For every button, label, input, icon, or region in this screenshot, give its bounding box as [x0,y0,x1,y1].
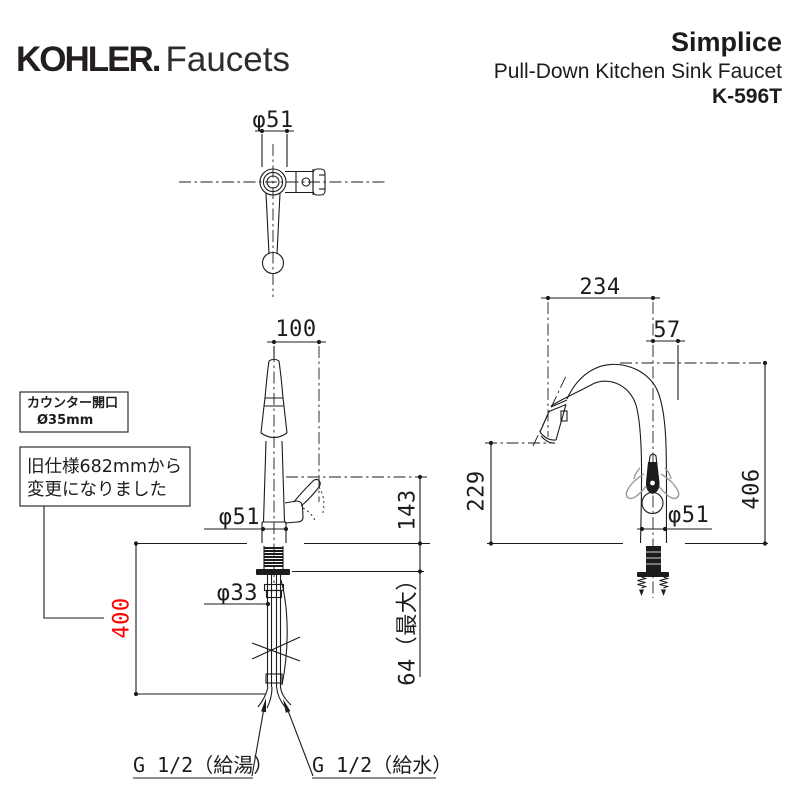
kohler-logo: KOHLER.Faucets [16,40,290,80]
note-counter-opening-line1: カウンター開口 [27,396,118,411]
top-view-handle: φ51 [179,108,388,297]
dim-front-offset: 100 [275,317,316,342]
model-number: K-596T [711,85,782,109]
brand-text: KOHLER. [16,40,161,79]
note-counter-opening-line2: Ø35mm [37,413,93,428]
connection-cold-label: G 1/2（給水） [283,699,452,779]
hot-arrow [261,698,266,713]
dim-hose-length: 400 [110,597,135,638]
hot-water-connection: G 1/2（給湯） [133,753,273,777]
dim-front-shank-diameter: φ33 [217,581,258,606]
product-series: Simplice [670,27,782,57]
cold-water-connection: G 1/2（給水） [312,753,452,777]
front-handle [284,500,304,524]
front-mounting-flange [256,569,290,575]
front-supply-hoses [251,575,301,709]
cold-arrow [283,699,291,713]
note-spec-change-line2: 変更になりました [27,480,167,500]
dim-side-base-diameter: φ51 [668,503,709,528]
side-handle [641,453,664,515]
dim-side-back: 57 [653,318,681,343]
product-type: Pull-Down Kitchen Sink Faucet [493,60,782,84]
note-spec-change-line1: 旧仕様682mmから [27,457,182,477]
note-counter-opening: カウンター開口 Ø35mm [19,391,129,433]
dim-side-outlet-height: 229 [465,470,490,511]
dim-top-handle-diameter: φ51 [252,108,293,133]
dim-front-counter-max: 64（最大） [396,568,421,686]
note-spec-change: 旧仕様682mmから 変更になりました [19,446,191,619]
dim-front-hose-center-height: 143 [396,489,421,530]
note-leader-line [43,506,104,619]
front-spout-outline [268,358,280,362]
front-view-faucet: 100 φ51 [110,317,430,709]
dim-front-base-diameter: φ51 [219,505,260,530]
side-handle-phantom [625,467,680,500]
brand-suffix-text: Faucets [165,40,291,79]
connection-hot-label: G 1/2（給湯） [133,698,273,779]
product-title-block: Simplice Pull-Down Kitchen Sink Faucet K… [494,27,782,109]
front-shank-threads [263,546,284,569]
dim-side-height: 406 [740,468,765,509]
side-shank-mounting [637,546,670,596]
side-view-faucet: 234 57 406 229 [465,275,770,598]
dim-side-reach: 234 [579,275,620,300]
side-gooseneck-spout [539,363,668,544]
